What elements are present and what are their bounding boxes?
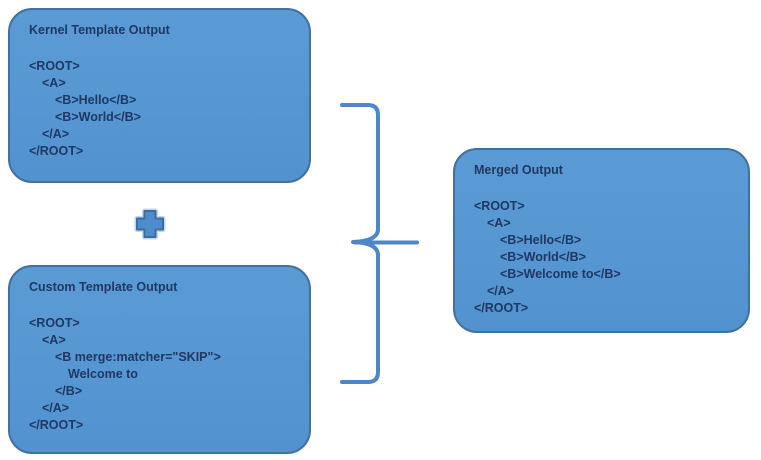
xml-line: </ROOT>	[29, 418, 84, 432]
xml-line: <A>	[42, 333, 66, 347]
xml-line: <ROOT>	[29, 59, 80, 73]
xml-line: <A>	[42, 76, 66, 90]
merged-output-box: Merged Output <ROOT> <A> <B>Hello</B> <B>Wo…	[453, 148, 750, 333]
xml-line: <ROOT>	[474, 199, 525, 213]
xml-line: <B merge:matcher="SKIP">	[55, 350, 221, 364]
kernel-template-box: Kernel Template Output <ROOT> <A> <B>Hello…	[8, 8, 311, 183]
custom-box-title: Custom Template Output	[29, 280, 178, 294]
xml-line: <A>	[487, 216, 511, 230]
xml-line: </A>	[42, 127, 70, 141]
xml-line: <B>World</B>	[500, 250, 586, 264]
xml-line: </A>	[487, 284, 515, 298]
xml-line: <B>Hello</B>	[55, 93, 137, 107]
xml-line: <B>Welcome to</B>	[500, 267, 621, 281]
plus-icon	[134, 208, 166, 240]
merged-xml-code: <ROOT> <A> <B>Hello</B> <B>World</B> <B>Welc…	[474, 198, 736, 317]
xml-line: <B>World</B>	[55, 110, 141, 124]
xml-line: <B>Hello</B>	[500, 233, 582, 247]
xml-line: <ROOT>	[29, 316, 80, 330]
merged-box-title: Merged Output	[474, 163, 563, 177]
xml-line: </ROOT>	[474, 301, 529, 315]
kernel-xml-code: <ROOT> <A> <B>Hello</B> <B>World</B> </A> </R…	[29, 58, 297, 160]
xml-line: </B>	[55, 384, 83, 398]
xml-line: </A>	[42, 401, 70, 415]
custom-xml-code: <ROOT> <A> <B merge:matcher="SKIP"> Welcome…	[29, 315, 297, 434]
custom-template-box: Custom Template Output <ROOT> <A> <B merge…	[8, 265, 311, 454]
right-brace-icon	[340, 103, 419, 384]
xml-line: Welcome to	[68, 367, 138, 381]
kernel-box-title: Kernel Template Output	[29, 23, 170, 37]
xml-line: </ROOT>	[29, 144, 84, 158]
